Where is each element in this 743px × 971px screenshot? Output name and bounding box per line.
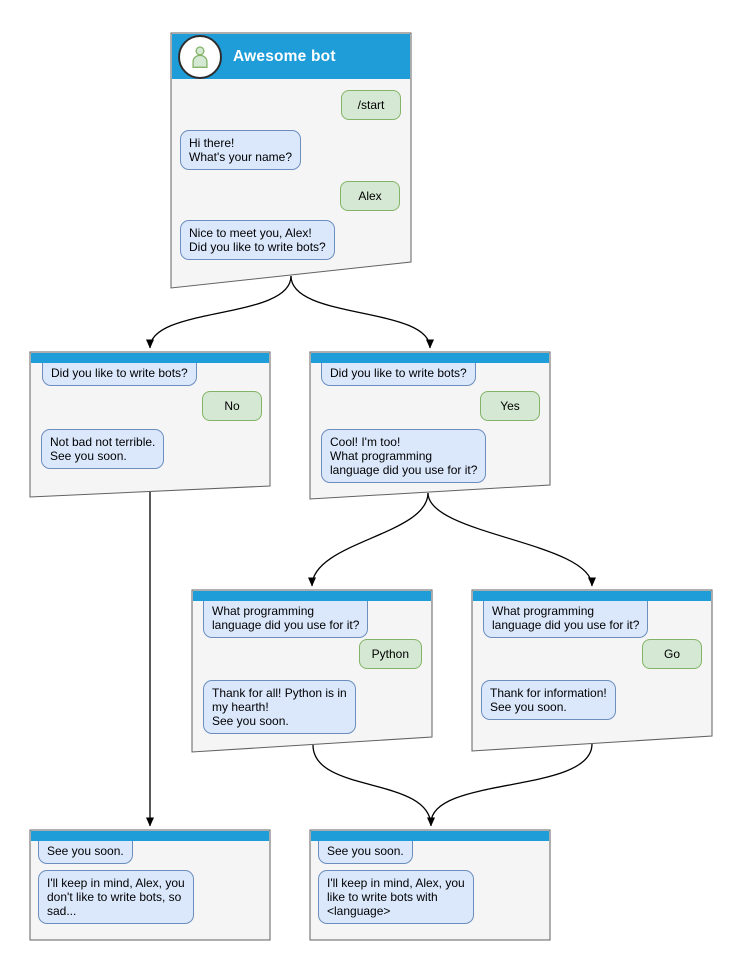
bot-title: Awesome bot <box>233 47 336 65</box>
chat-header: Awesome bot <box>172 34 410 79</box>
bot-message-bubble: What programming language did you use fo… <box>203 601 369 639</box>
bot-message-bubble: See you soon. <box>38 841 133 865</box>
chat-window-yes-branch: Did you like to write bots? Yes Cool! I'… <box>310 352 550 499</box>
bot-message-bubble: Cool! I'm too! What programming language… <box>321 429 487 484</box>
bot-message-bubble: Hi there! What's your name? <box>180 130 302 171</box>
bot-message-bubble: Did you like to write bots? <box>42 363 197 387</box>
window-header-bar <box>311 831 549 841</box>
user-reply-bubble: /start <box>341 90 401 121</box>
bot-message-bubble: Not bad not terrible. See you soon. <box>41 429 165 470</box>
chat-window-go-branch: What programming language did you use fo… <box>472 590 712 751</box>
connector-yes-to-go <box>427 492 596 587</box>
user-reply-bubble: Yes <box>480 391 540 422</box>
window-header-bar <box>193 591 431 601</box>
bot-avatar <box>178 34 222 79</box>
chat-window-no-branch: Did you like to write bots? No Not bad n… <box>30 352 270 497</box>
chat-window-end-no: See you soon. I'll keep in mind, Alex, y… <box>30 830 270 940</box>
chat-window-root: Awesome bot /start Hi there! What's your… <box>171 33 411 288</box>
user-reply-bubble: Alex <box>340 181 400 212</box>
user-reply-bubble: No <box>202 391 262 422</box>
user-reply-bubble: Python <box>358 639 422 670</box>
user-reply-bubble: Go <box>642 639 702 670</box>
window-header-bar <box>311 353 549 363</box>
bot-message-bubble: I'll keep in mind, Alex, you like to wri… <box>318 870 474 925</box>
connector-root-to-yes <box>290 275 434 349</box>
person-icon <box>192 45 208 68</box>
window-header-bar <box>31 353 269 363</box>
chat-window-python-branch: What programming language did you use fo… <box>192 590 432 752</box>
bot-message-bubble: I'll keep in mind, Alex, you don't like … <box>38 870 194 925</box>
connector-yes-to-python <box>308 492 429 587</box>
bot-message-bubble: Thank for all! Python is in my hearth! S… <box>203 680 356 735</box>
bot-message-bubble: Nice to meet you, Alex! Did you like to … <box>180 220 335 261</box>
bot-message-bubble: Did you like to write bots? <box>321 363 476 387</box>
bot-message-bubble: Thank for information! See you soon. <box>481 680 616 721</box>
connector-go-to-end-yes <box>430 743 593 824</box>
bot-message-bubble: What programming language did you use fo… <box>483 601 649 639</box>
chat-window-end-yes: See you soon. I'll keep in mind, Alex, y… <box>310 830 550 940</box>
window-header-bar <box>31 831 269 841</box>
window-header-bar <box>473 591 711 601</box>
connector-root-to-no <box>146 275 292 349</box>
connector-python-to-end-yes <box>312 744 435 827</box>
bot-message-bubble: See you soon. <box>318 841 413 865</box>
